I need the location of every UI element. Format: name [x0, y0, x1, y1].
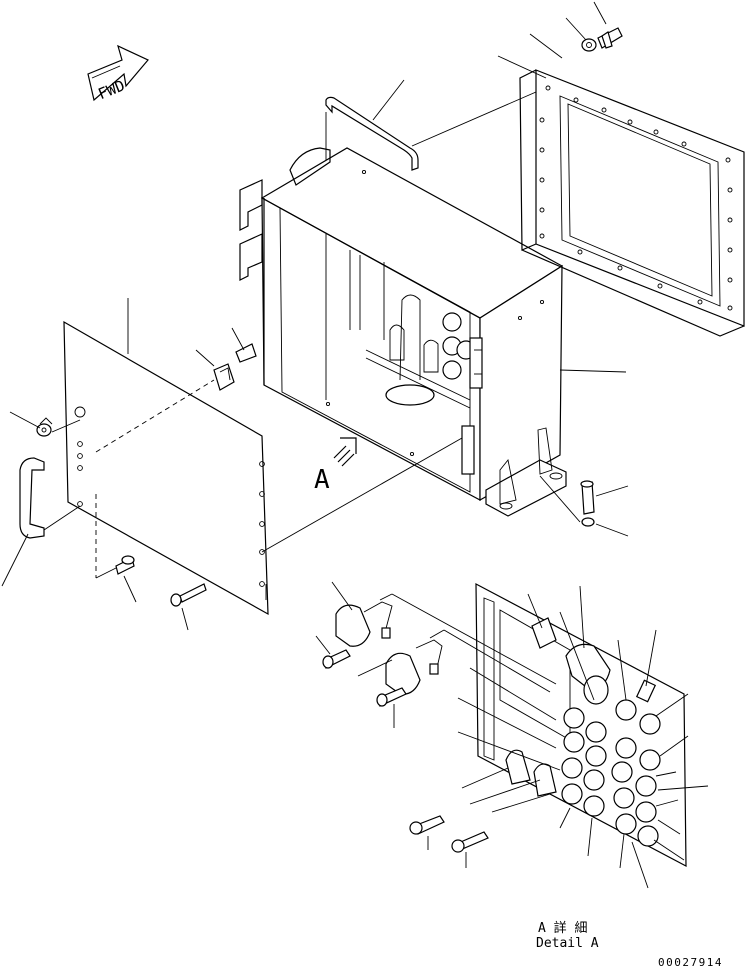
- detail-title-en: Detail A: [536, 936, 599, 951]
- fwd-label: FWD: [96, 76, 128, 103]
- side-handle: [1, 411, 81, 587]
- detail-title-jp: A 詳 細: [538, 920, 587, 936]
- panel-bolts: [115, 555, 207, 631]
- view-arrow-icon: [333, 437, 357, 467]
- electrical-box: [239, 147, 567, 517]
- box-bolt: [539, 369, 629, 537]
- bolt-washer-top: [565, 1, 623, 52]
- drawing-number: 00027914: [658, 956, 723, 969]
- detail-a-connectors: [322, 593, 557, 853]
- panel-clip: [195, 327, 257, 391]
- fwd-arrow-icon: FWD: [87, 44, 149, 103]
- detail-a-panel: [475, 582, 687, 868]
- detail-a-leaders: [315, 581, 709, 889]
- view-marker: A: [314, 465, 330, 495]
- gasket-frame: [411, 33, 745, 337]
- cover-panel: [63, 298, 463, 616]
